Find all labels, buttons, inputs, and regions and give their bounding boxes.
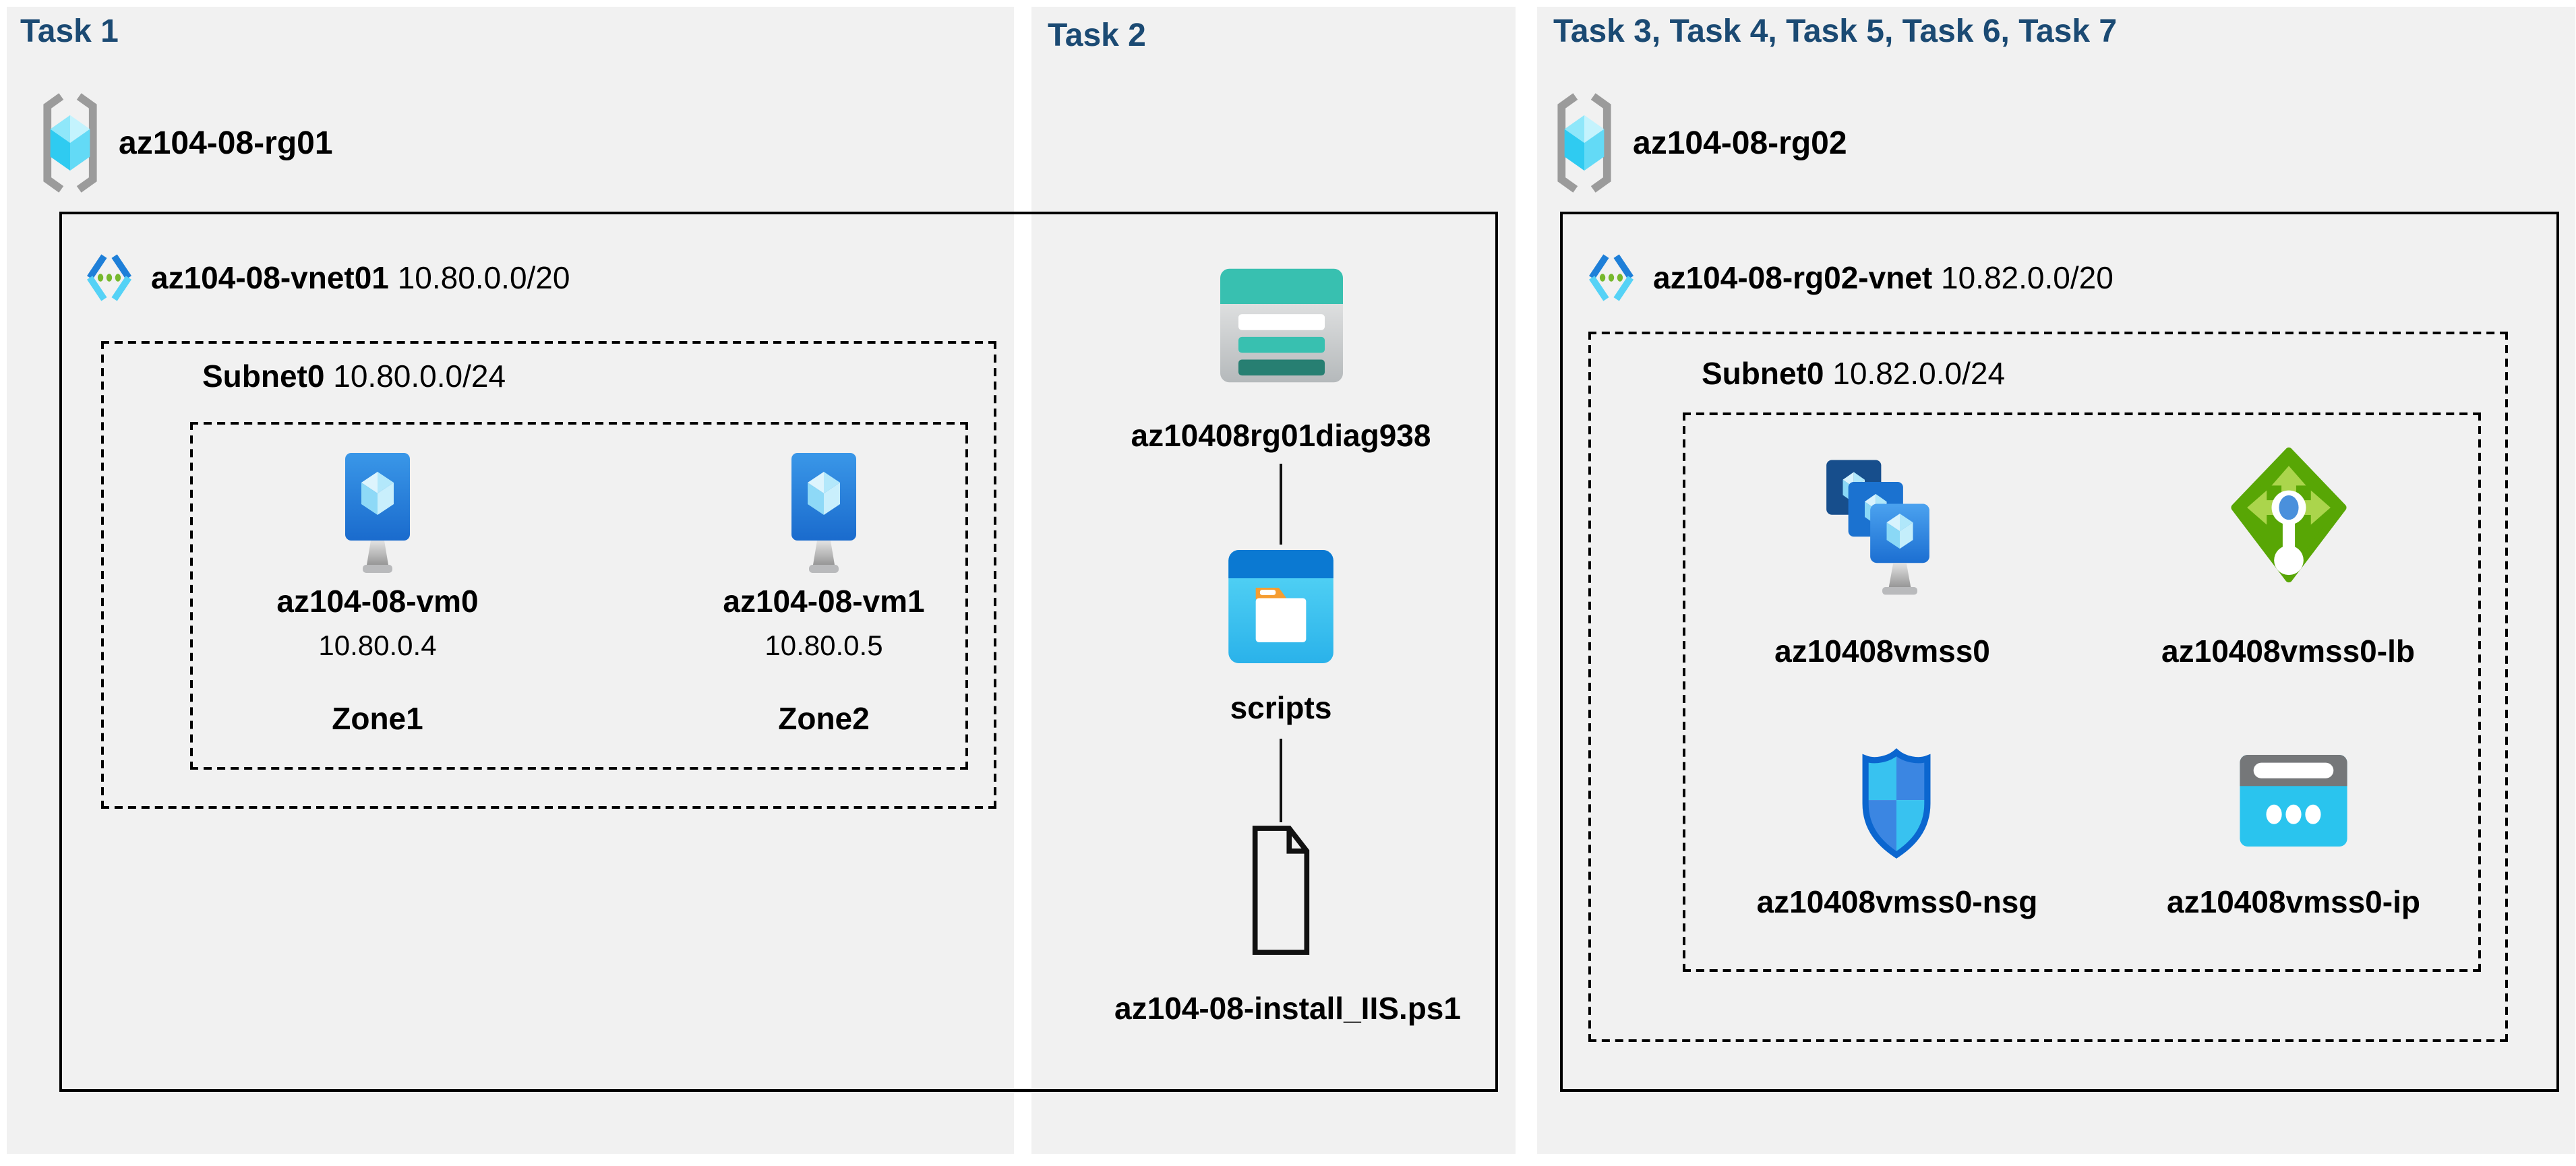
vm1-zone: Zone2 (778, 701, 870, 736)
file-icon (1250, 825, 1312, 956)
task1-panel (7, 7, 1014, 1154)
vmss-resources-box (1683, 412, 2481, 972)
vnet1-cidr: 10.80.0.0/20 (397, 260, 570, 295)
vmss-name: az10408vmss0 (1774, 634, 1990, 669)
virtual-network-icon (1586, 244, 1637, 311)
subnet0-box-rg01 (101, 341, 996, 809)
task3-heading: Task 3, Task 4, Task 5, Task 6, Task 7 (1553, 13, 2118, 50)
blob-container-icon (1228, 550, 1334, 663)
load-balancer-icon (2227, 446, 2350, 584)
vm1-name: az104-08-vm1 (723, 584, 925, 619)
subnet1-cidr: 10.80.0.0/24 (333, 359, 506, 394)
resource-group-name: az104-08-rg02 (1633, 125, 1847, 162)
vnet1-name: az104-08-vnet01 (151, 260, 389, 295)
container-name: scripts (1230, 690, 1332, 725)
resource-group-name: az104-08-rg01 (119, 125, 333, 162)
resource-group-icon (40, 92, 100, 194)
vm0-zone: Zone1 (332, 701, 423, 736)
subnet2-label: Subnet0 10.82.0.0/24 (1702, 356, 2005, 392)
vnet2-label: az104-08-rg02-vnet 10.82.0.0/20 (1653, 260, 2114, 297)
task3-panel (1537, 7, 2575, 1154)
vm0-ip: 10.80.0.4 (318, 631, 437, 662)
public-ip-name: az10408vmss0-ip (2167, 884, 2420, 919)
vnet2-name: az104-08-rg02-vnet (1653, 260, 1933, 295)
subnet0-box-rg02 (1588, 332, 2508, 1042)
vm-zone-box (190, 422, 968, 770)
vmss-icon (1822, 456, 1943, 596)
task1-heading: Task 1 (20, 13, 119, 50)
virtual-network-icon (84, 244, 135, 311)
storage-account-name: az10408rg01diag938 (1131, 418, 1431, 453)
subnet2-cidr: 10.82.0.0/24 (1832, 356, 2006, 391)
subnet1-name: Subnet0 (202, 359, 325, 394)
vnet1-label: az104-08-vnet01 10.80.0.0/20 (151, 260, 570, 297)
subnet2-name: Subnet0 (1702, 356, 1824, 391)
nsg-shield-icon (1857, 743, 1936, 863)
task2-heading: Task 2 (1048, 18, 1146, 54)
vm-icon (344, 452, 411, 580)
rg02-boundary-box (1560, 212, 2559, 1092)
resource-group-icon (1555, 92, 1614, 194)
connector-line (1280, 739, 1282, 822)
vm1-ip: 10.80.0.5 (765, 631, 883, 662)
load-balancer-name: az10408vmss0-lb (2161, 634, 2415, 669)
nsg-name: az10408vmss0-nsg (1756, 884, 2038, 919)
vnet2-cidr: 10.82.0.0/20 (1941, 260, 2114, 295)
vm0-name: az104-08-vm0 (276, 584, 479, 619)
rg01-boundary-box (59, 212, 1498, 1092)
subnet1-label: Subnet0 10.80.0.0/24 (202, 359, 506, 395)
public-ip-icon (2240, 755, 2347, 847)
connector-line (1280, 464, 1282, 545)
vm-icon (790, 452, 858, 580)
script-file-name: az104-08-install_IIS.ps1 (1114, 991, 1461, 1026)
storage-account-icon (1220, 268, 1343, 383)
